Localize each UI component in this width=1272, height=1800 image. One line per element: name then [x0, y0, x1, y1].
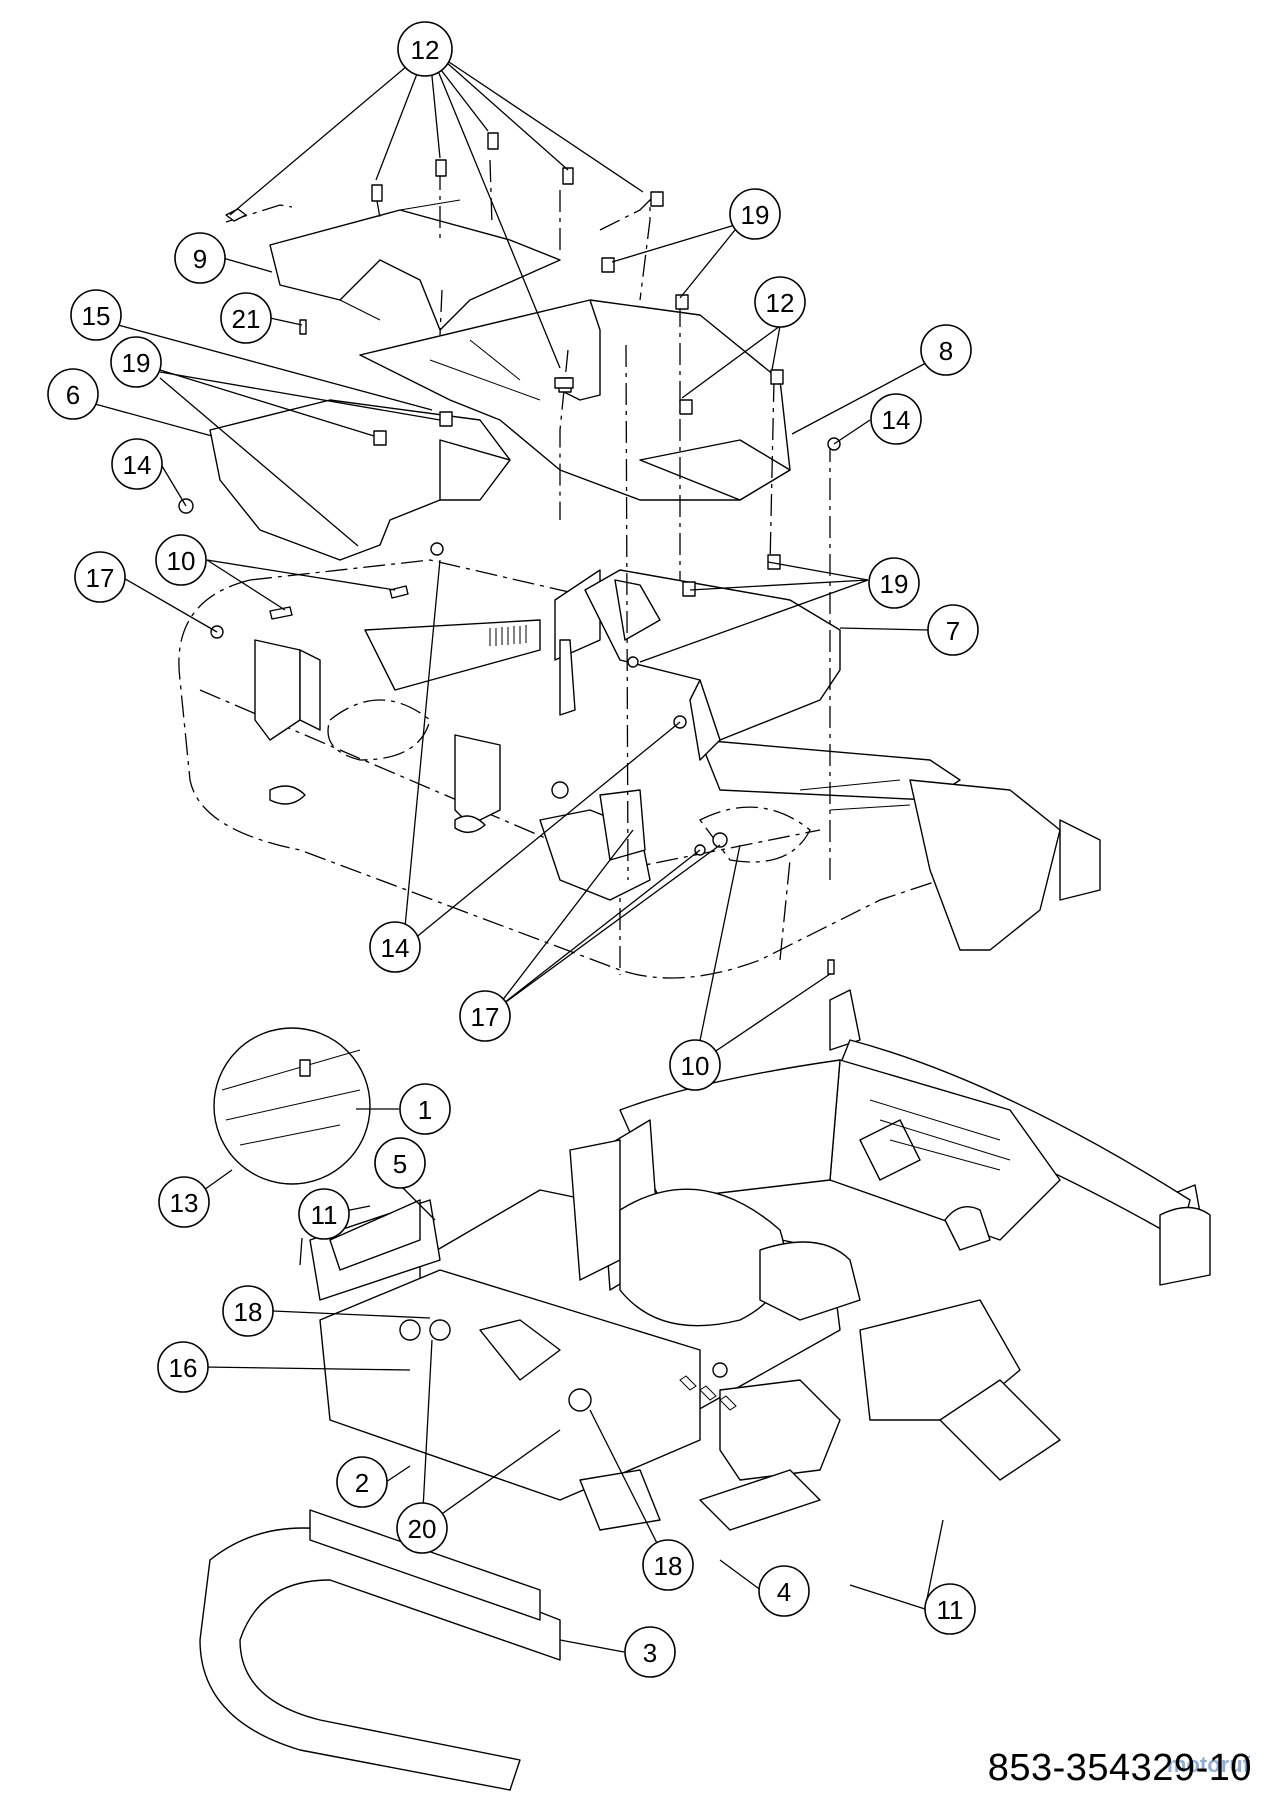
svg-text:18: 18: [234, 1297, 263, 1327]
callout-19-upper: 19: [729, 188, 781, 240]
svg-text:16: 16: [169, 1353, 198, 1383]
svg-text:11: 11: [311, 1200, 338, 1230]
callout-13: 13: [158, 1176, 210, 1228]
callout-19-left: 19: [110, 336, 162, 388]
callout-15: 15: [70, 289, 122, 341]
svg-text:14: 14: [882, 405, 911, 435]
callout-14-left: 14: [111, 438, 163, 490]
callout-12-right: 12: [754, 276, 806, 328]
svg-text:12: 12: [766, 288, 795, 318]
svg-text:21: 21: [232, 304, 261, 334]
svg-text:1: 1: [418, 1095, 432, 1125]
callout-6: 6: [47, 368, 99, 420]
svg-text:17: 17: [86, 563, 115, 593]
callout-9: 9: [174, 232, 226, 284]
callout-10-bottom: 10: [669, 1039, 721, 1091]
deck-hardware: [254, 569, 1101, 951]
callout-17-upper: 17: [74, 551, 126, 603]
callout-7: 7: [927, 604, 979, 656]
svg-text:20: 20: [408, 1514, 437, 1544]
svg-text:14: 14: [381, 933, 410, 963]
callout-11-upper: 11: [298, 1188, 350, 1240]
shield-part-7: [584, 569, 841, 761]
detail-magnifier: [213, 1027, 371, 1185]
callout-2: 2: [336, 1456, 388, 1508]
callout-19-middle: 19: [868, 557, 920, 609]
svg-text:10: 10: [681, 1051, 710, 1081]
callout-8: 8: [920, 324, 972, 376]
shield-part-9: [269, 199, 561, 331]
watermark: motoruf: [1166, 1752, 1250, 1777]
shield-part-6: [209, 399, 511, 561]
callout-17-bottom: 17: [459, 990, 511, 1042]
callout-12-top: 12: [397, 21, 453, 77]
callout-14-right: 14: [870, 393, 922, 445]
callout-21: 21: [220, 292, 272, 344]
svg-text:11: 11: [937, 1595, 964, 1625]
callout-4: 4: [758, 1565, 810, 1617]
shield-part-8: [359, 299, 791, 501]
svg-text:19: 19: [122, 348, 151, 378]
svg-text:12: 12: [411, 35, 440, 65]
callout-18-upper: 18: [222, 1285, 274, 1337]
alignment-lines: [225, 159, 831, 881]
callout-10-upper: 10: [155, 534, 207, 586]
tractor-frame: [199, 989, 1211, 1791]
svg-text:10: 10: [167, 546, 196, 576]
svg-text:19: 19: [741, 200, 770, 230]
svg-text:19: 19: [880, 569, 909, 599]
callout-20: 20: [396, 1502, 448, 1554]
callout-5: 5: [374, 1137, 426, 1189]
callout-14-bottom: 14: [369, 921, 421, 973]
svg-text:3: 3: [643, 1638, 657, 1668]
callouts: 12 9 21 19 15 19 6 14 8 12 14 17 10 19 7…: [47, 21, 979, 1678]
svg-text:5: 5: [393, 1149, 407, 1179]
callout-1: 1: [399, 1083, 451, 1135]
leader-lines: [94, 59, 944, 1653]
callout-3: 3: [624, 1626, 676, 1678]
svg-text:18: 18: [654, 1551, 683, 1581]
svg-text:4: 4: [777, 1577, 791, 1607]
callout-11-lower: 11: [924, 1583, 976, 1635]
svg-text:13: 13: [170, 1188, 199, 1218]
svg-text:9: 9: [193, 244, 207, 274]
callout-16: 16: [157, 1341, 209, 1393]
svg-text:6: 6: [66, 380, 80, 410]
svg-text:8: 8: [939, 336, 953, 366]
callout-18-lower: 18: [642, 1539, 694, 1591]
svg-text:14: 14: [123, 450, 152, 480]
svg-text:17: 17: [471, 1002, 500, 1032]
svg-text:7: 7: [946, 616, 960, 646]
svg-text:2: 2: [355, 1468, 369, 1498]
svg-text:15: 15: [82, 301, 111, 331]
diagram-part-number: 853-354329-10: [987, 1747, 1252, 1789]
